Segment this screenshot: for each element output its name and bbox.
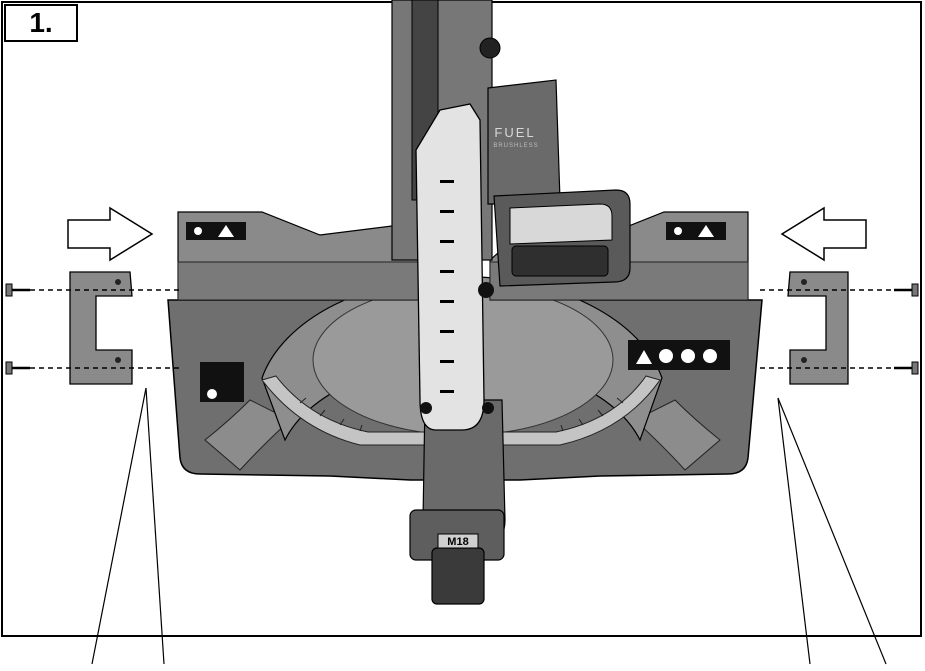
guard-lower-pivot: [482, 402, 494, 414]
right-fence-extension-bracket: [787, 271, 849, 385]
alignment-lines: [30, 289, 894, 369]
warning-triangle-icon: [218, 225, 234, 237]
left-fence-face: [177, 261, 441, 301]
bevel-knob: [479, 37, 501, 59]
blade-guard: [415, 103, 485, 431]
screw-icon: [894, 361, 919, 375]
warning-triangle-icon: [698, 225, 714, 237]
handle-opening: [509, 203, 613, 245]
push-arrow-right-icon: [67, 206, 154, 262]
safety-glasses-icon: [659, 349, 673, 363]
saw-head: FUEL BRUSHLESS: [391, 0, 631, 431]
guard-slots: [440, 180, 454, 393]
battery-label: M18: [447, 536, 468, 548]
callout-leaders: [91, 387, 887, 665]
warning-triangle-icon: [636, 350, 652, 364]
dust-mask-icon: [703, 349, 717, 363]
brand-sublabel: BRUSHLESS: [493, 143, 538, 149]
hearing-protection-icon: [681, 349, 695, 363]
right-base-label: [628, 340, 730, 370]
left-base-label: [200, 362, 244, 402]
push-arrow-left-icon: [780, 206, 867, 262]
trigger-switch: [511, 245, 609, 277]
battery-pack: [431, 547, 485, 605]
brand-label: FUEL: [494, 125, 535, 140]
screw-icon: [5, 361, 30, 375]
step-number-badge: 1.: [4, 4, 78, 42]
miter-scale: [261, 375, 661, 446]
info-icon: [674, 227, 682, 235]
guard-lower-pivot: [420, 402, 432, 414]
guard-pivot: [478, 282, 494, 298]
hand-warning-icon: [207, 389, 217, 399]
screw-icon: [5, 283, 30, 297]
info-icon: [194, 227, 202, 235]
scale-ticks: [299, 397, 624, 432]
left-fence-extension-bracket: [69, 271, 133, 385]
battery-label-plate: [437, 533, 479, 549]
motor-housing: [487, 79, 561, 205]
screw-icon: [894, 283, 919, 297]
